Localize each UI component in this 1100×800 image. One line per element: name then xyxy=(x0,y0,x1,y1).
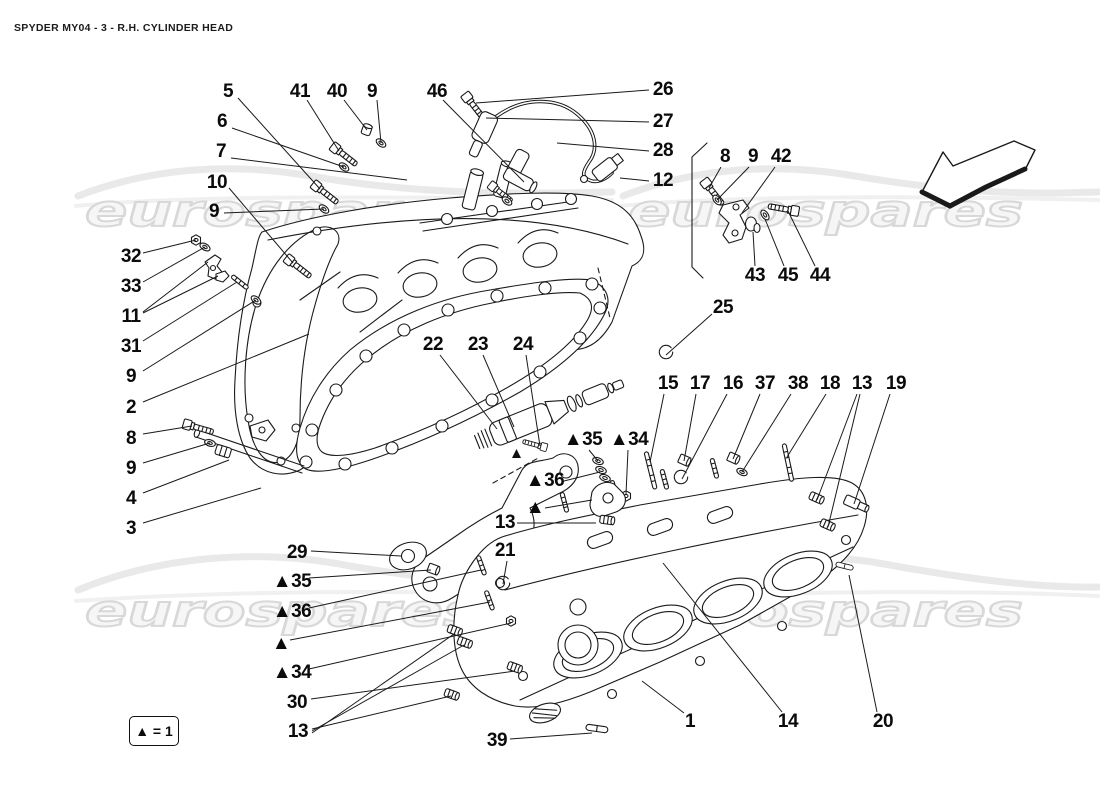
callout-41-1[interactable]: 41 xyxy=(289,81,311,102)
callout-17-34[interactable]: 17 xyxy=(689,373,711,394)
gasket-bolt-tabs xyxy=(299,277,607,471)
callout-16-35[interactable]: 16 xyxy=(722,373,744,394)
watermark-text-bottom-left: eurospares xyxy=(85,586,480,637)
callout-tri-44[interactable]: ▲ xyxy=(525,497,545,518)
callout-38-37[interactable]: 38 xyxy=(787,373,809,394)
callout-8-23[interactable]: 8 xyxy=(719,146,731,167)
callout-10-11[interactable]: 10 xyxy=(206,172,228,193)
sensor-bracket-cluster xyxy=(698,176,801,244)
callout-27-6[interactable]: 27 xyxy=(652,111,674,132)
callout-9-17[interactable]: 9 xyxy=(125,366,137,387)
callout-tri35-48[interactable]: ▲35 xyxy=(272,571,312,592)
callout-23-31[interactable]: 23 xyxy=(467,334,489,355)
hardware-parts xyxy=(181,122,870,734)
callout-8-19[interactable]: 8 xyxy=(125,428,137,449)
callout-19-40[interactable]: 19 xyxy=(885,373,907,394)
direction-arrow-icon xyxy=(919,140,1036,209)
support-rail xyxy=(193,419,305,474)
callout-29-47[interactable]: 29 xyxy=(286,542,308,563)
callout-33-14[interactable]: 33 xyxy=(120,276,142,297)
mounting-bracket xyxy=(389,453,579,604)
callout-21-46[interactable]: 21 xyxy=(494,540,516,561)
callout-44-28[interactable]: 44 xyxy=(809,265,831,286)
callout-18-38[interactable]: 18 xyxy=(819,373,841,394)
elbow-sensor xyxy=(502,148,538,194)
leader-lines xyxy=(142,89,891,740)
callout-9-20[interactable]: 9 xyxy=(125,458,137,479)
callout-9-3[interactable]: 9 xyxy=(366,81,378,102)
callout-25-29[interactable]: 25 xyxy=(712,297,734,318)
callout-3-22[interactable]: 3 xyxy=(125,518,137,539)
callout-43-26[interactable]: 43 xyxy=(744,265,766,286)
callout-tri34-51[interactable]: ▲34 xyxy=(272,662,312,683)
callout-tri-50[interactable]: ▲ xyxy=(271,633,291,654)
solenoid-assembly xyxy=(473,344,674,458)
callout-31-16[interactable]: 31 xyxy=(120,336,142,357)
callout-22-30[interactable]: 22 xyxy=(422,334,444,355)
callout-40-2[interactable]: 40 xyxy=(326,81,348,102)
callout-28-7[interactable]: 28 xyxy=(652,140,674,161)
callout-15-33[interactable]: 15 xyxy=(657,373,679,394)
cover-gasket xyxy=(244,226,340,466)
callout-9-24[interactable]: 9 xyxy=(747,146,759,167)
callout-1-55[interactable]: 1 xyxy=(684,711,696,732)
callout-24-32[interactable]: 24 xyxy=(512,334,534,355)
callout-6-9[interactable]: 6 xyxy=(216,111,228,132)
legend-box: ▲ = 1 xyxy=(129,716,179,746)
car-swoosh-top-right xyxy=(619,165,1100,208)
callout-11-15[interactable]: 11 xyxy=(121,306,141,327)
callout-tri36-49[interactable]: ▲36 xyxy=(272,601,312,622)
construction-lines xyxy=(492,267,611,484)
callout-tri35-41[interactable]: ▲35 xyxy=(563,429,603,450)
callout-26-5[interactable]: 26 xyxy=(652,79,674,100)
callout-32-13[interactable]: 32 xyxy=(120,246,142,267)
callout-39-54[interactable]: 39 xyxy=(486,730,508,751)
callout-45-27[interactable]: 45 xyxy=(777,265,799,286)
callout-9-12[interactable]: 9 xyxy=(208,201,220,222)
callout-13-53[interactable]: 13 xyxy=(287,721,309,742)
exploded-drawing xyxy=(181,90,1036,734)
callout-2-18[interactable]: 2 xyxy=(125,397,137,418)
callout-12-8[interactable]: 12 xyxy=(652,170,674,191)
callout-13-39[interactable]: 13 xyxy=(851,373,873,394)
callout-tri34-42[interactable]: ▲34 xyxy=(609,429,649,450)
callout-30-52[interactable]: 30 xyxy=(286,692,308,713)
callout-4-21[interactable]: 4 xyxy=(125,488,137,509)
callout-5-0[interactable]: 5 xyxy=(222,81,234,102)
page-title: SPYDER MY04 - 3 - R.H. CYLINDER HEAD xyxy=(14,22,234,34)
head-gasket-ring xyxy=(296,277,609,472)
callout-37-36[interactable]: 37 xyxy=(754,373,776,394)
callout-tri36-43[interactable]: ▲36 xyxy=(525,470,565,491)
callout-42-25[interactable]: 42 xyxy=(770,146,792,167)
callout-20-57[interactable]: 20 xyxy=(872,711,894,732)
cam-sensor-cable xyxy=(459,90,708,279)
callout-46-4[interactable]: 46 xyxy=(426,81,448,102)
legend-text: ▲ = 1 xyxy=(135,723,173,739)
callout-7-10[interactable]: 7 xyxy=(215,141,227,162)
callout-14-56[interactable]: 14 xyxy=(777,711,799,732)
callout-13-45[interactable]: 13 xyxy=(494,512,516,533)
watermark-text-top-right: eurospares xyxy=(628,186,1023,237)
